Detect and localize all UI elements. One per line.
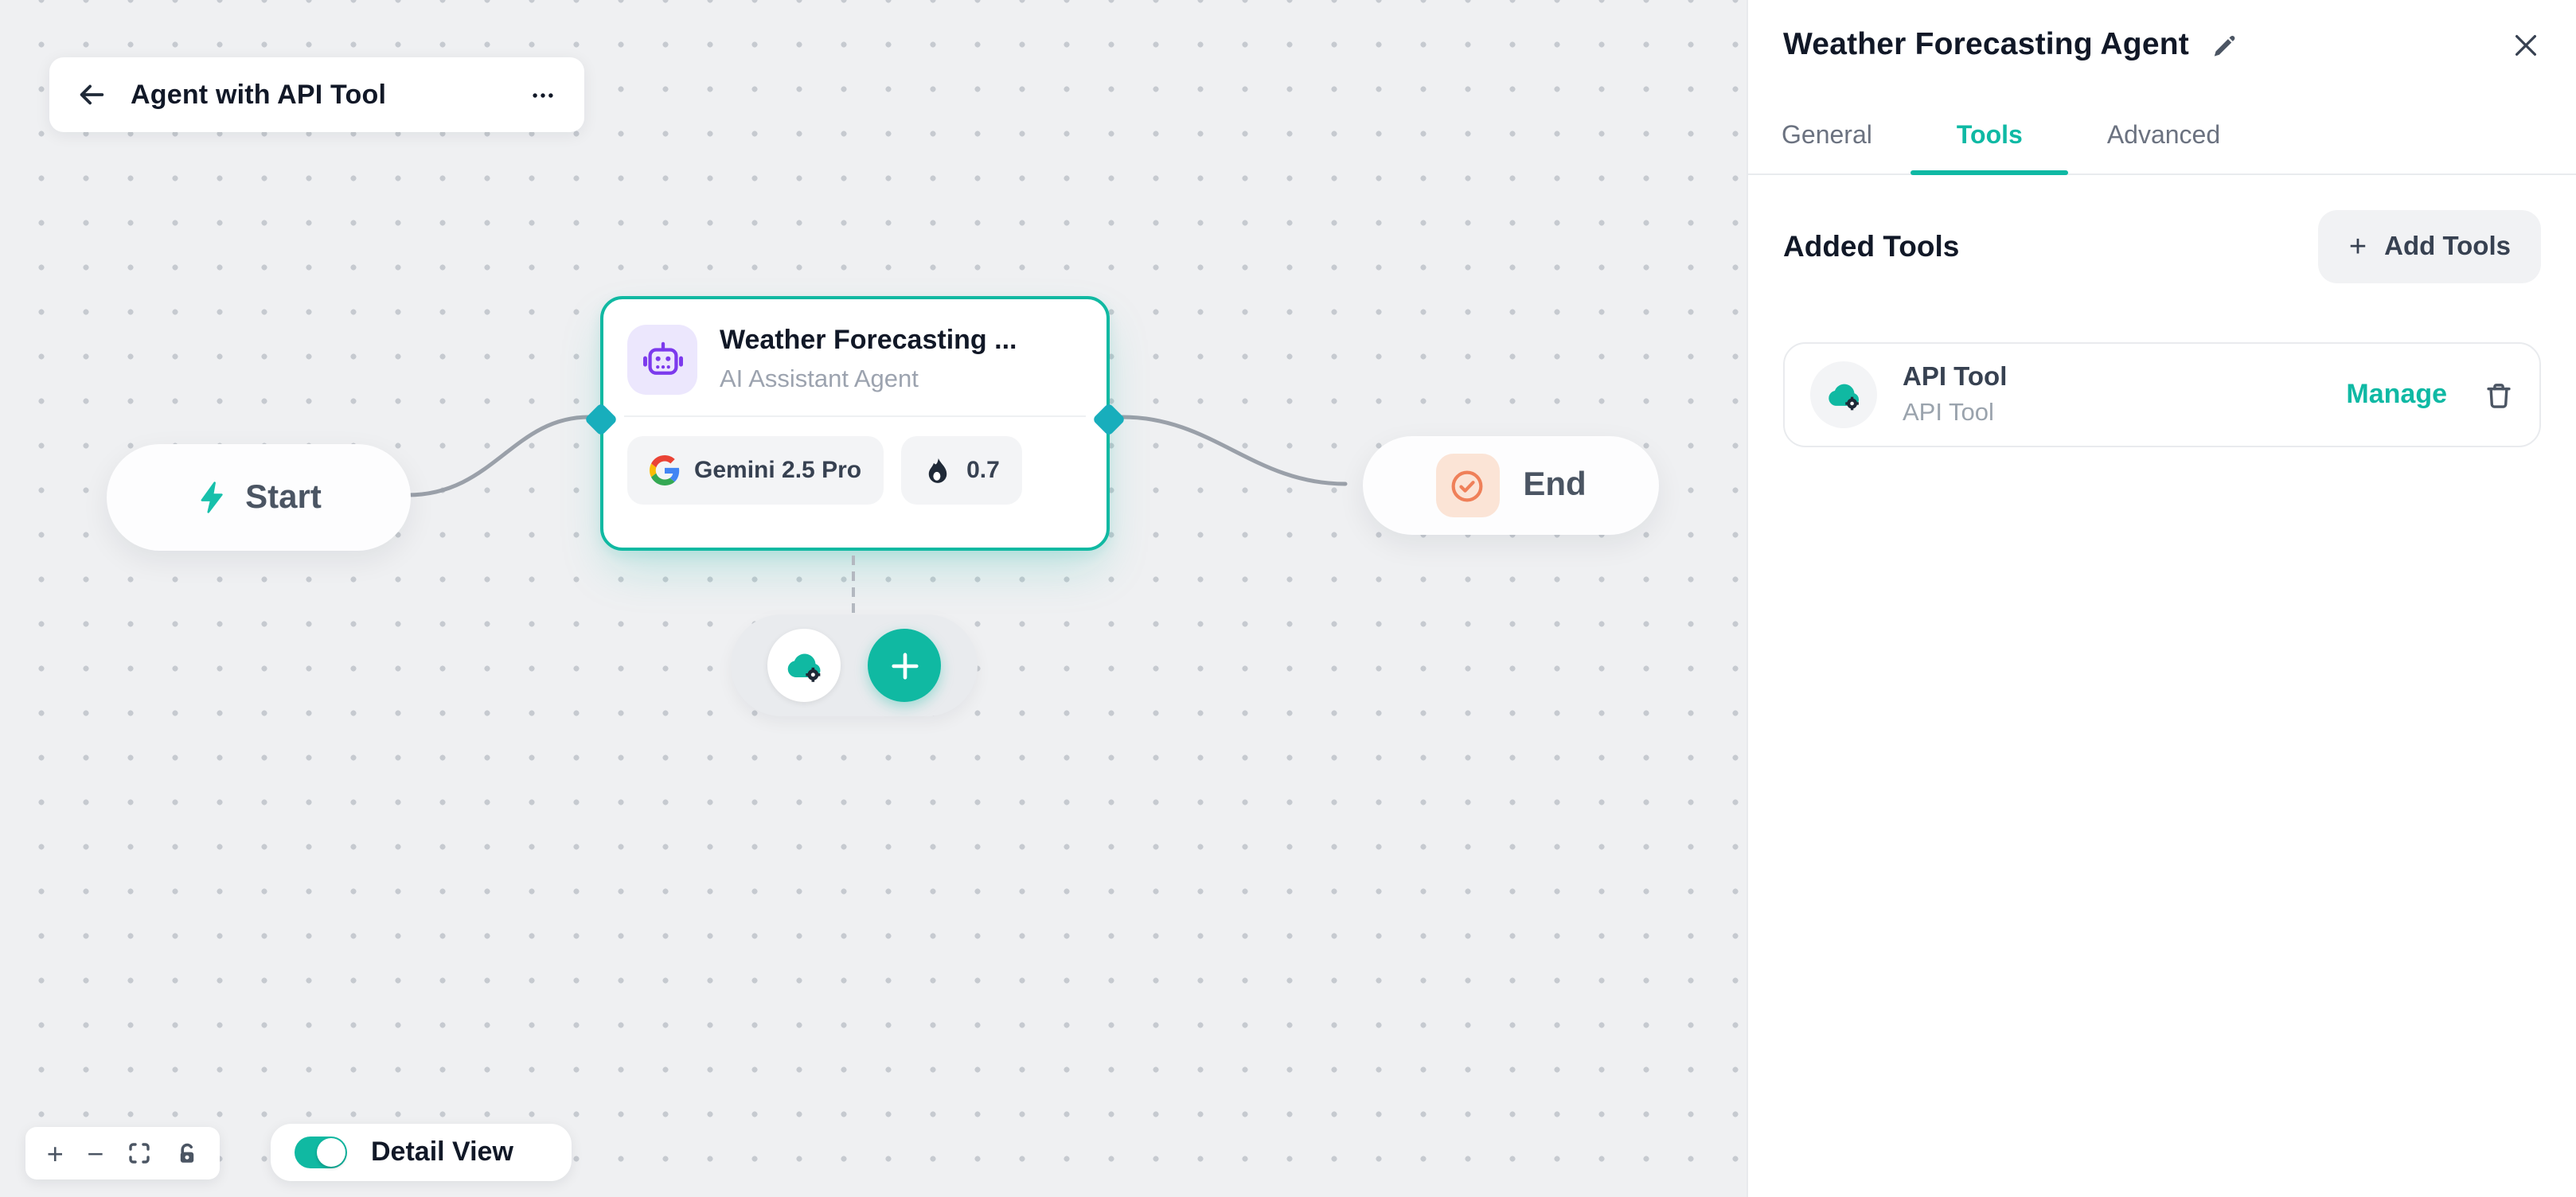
added-tools-heading: Added Tools (1783, 229, 1960, 263)
plus-icon: + (2348, 230, 2367, 263)
padlock-open-icon (174, 1141, 198, 1165)
flame-icon (923, 456, 952, 485)
agent-node-divider (624, 415, 1086, 417)
flow-title: Agent with API Tool (131, 79, 387, 109)
panel-tabs: General Tools Advanced (1748, 113, 2576, 175)
close-icon (2511, 30, 2541, 60)
agent-input-handle[interactable] (584, 402, 619, 437)
pencil-icon (2210, 31, 2238, 60)
tab-tools[interactable]: Tools (1910, 113, 2070, 175)
add-tools-button[interactable]: + Add Tools (2318, 210, 2541, 283)
agent-output-handle[interactable] (1091, 402, 1126, 437)
circle-check-icon (1435, 454, 1500, 517)
start-node-label: Start (245, 478, 322, 515)
end-node[interactable]: End (1363, 436, 1659, 535)
agent-node[interactable]: Weather Forecasting ... AI Assistant Age… (584, 296, 1126, 551)
tab-advanced[interactable]: Advanced (2107, 113, 2220, 174)
agent-node-title: Weather Forecasting ... (720, 325, 1017, 355)
model-chip[interactable]: Gemini 2.5 Pro (627, 436, 884, 505)
detail-view-pill: Detail View (271, 1124, 572, 1181)
node-properties-panel: Weather Forecasting Agent General Tools … (1747, 0, 2576, 1197)
model-chip-label: Gemini 2.5 Pro (694, 457, 862, 484)
fullscreen-corners-icon (127, 1141, 151, 1165)
agent-tools-connector (852, 556, 855, 613)
end-node-label: End (1523, 466, 1587, 503)
agent-node-subtitle: AI Assistant Agent (720, 366, 919, 393)
temperature-chip[interactable]: 0.7 (901, 436, 1022, 505)
zoom-in-button[interactable]: + (47, 1139, 64, 1168)
flow-edges (405, 415, 1348, 497)
temperature-value: 0.7 (966, 457, 1000, 484)
detail-view-toggle[interactable] (295, 1137, 347, 1168)
agent-tools-dock (731, 614, 978, 716)
detail-view-label: Detail View (371, 1137, 513, 1167)
tool-type: API Tool (1903, 399, 1994, 426)
canvas-zoom-toolbar: + − (25, 1127, 220, 1179)
zoom-in-icon: + (46, 1137, 64, 1169)
toggle-knob (317, 1138, 345, 1167)
google-logo-icon (650, 455, 680, 485)
back-button[interactable] (76, 80, 107, 110)
fit-view-button[interactable] (127, 1141, 151, 1165)
cloud-gear-icon (1810, 361, 1877, 428)
rename-agent-button[interactable] (2210, 31, 2238, 60)
manage-tool-button[interactable]: Manage (2336, 377, 2457, 412)
zoom-out-icon: − (87, 1137, 104, 1169)
close-panel-button[interactable] (2511, 30, 2541, 60)
flow-canvas[interactable]: Agent with API Tool Start (0, 0, 1747, 1197)
zoom-out-button[interactable]: − (87, 1139, 103, 1168)
add-tool-node-button[interactable] (868, 629, 941, 702)
robot-icon (627, 325, 697, 395)
flow-menu-button[interactable] (529, 80, 557, 109)
plus-icon (888, 649, 921, 682)
tool-list-item: API Tool API Tool Manage (1783, 342, 2541, 447)
flow-title-bar: Agent with API Tool (49, 57, 584, 132)
arrow-left-icon (76, 80, 107, 110)
lock-canvas-button[interactable] (174, 1141, 198, 1165)
api-tool-node-button[interactable] (767, 629, 841, 702)
cloud-gear-icon (783, 644, 825, 687)
tool-name: API Tool (1903, 362, 2008, 391)
ellipsis-icon (529, 80, 557, 109)
panel-title: Weather Forecasting Agent (1783, 27, 2189, 62)
start-node[interactable]: Start (107, 444, 411, 551)
lightning-bolt-icon (196, 481, 229, 514)
tab-general[interactable]: General (1782, 113, 1872, 174)
trash-icon (2484, 380, 2514, 410)
delete-tool-button[interactable] (2484, 380, 2514, 410)
